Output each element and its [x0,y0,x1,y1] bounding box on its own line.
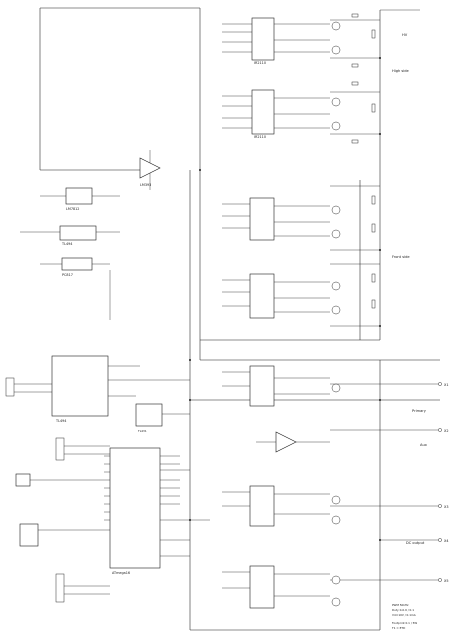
terminal-x5 [438,578,442,582]
driver-ic-7 [249,565,275,609]
mosfet-q11 [331,515,341,525]
terminal-x2 [438,428,442,432]
note-line-5: T1 = ETD [391,626,405,630]
comparator-name: LM393 [140,183,151,187]
front-side-label: Front side [392,255,410,259]
mosfet-q10 [331,495,341,505]
terminal-x2-label: X2 [444,429,448,433]
xtal-block [19,523,39,547]
mosfet-q9 [331,383,341,393]
note-line-4: Footprint 0.1 / 5W [392,621,417,625]
mosfet-q7 [331,281,341,291]
hv-net-label: HV [402,33,408,37]
driver-ic-2 [251,89,275,135]
timer-ic-2 [51,355,109,417]
regulator-ic [65,187,93,205]
notes-block: PWM 50kHz Duty 0-0.9 / 0.1 Vdd 10V / 0.1… [391,603,417,630]
timer-2-name: TL494 [55,419,66,423]
terminal-x1 [438,382,442,386]
mosfet-q12 [331,575,341,585]
mosfet-q6 [331,229,341,239]
mosfet-q5 [331,205,341,215]
note-line-2: Duty 0-0.9 / 0.1 [392,608,414,612]
mosfet-q3 [331,97,341,107]
note-line-1: PWM 50kHz [392,603,409,607]
ref-name: TL431 [137,429,147,433]
connector-header-2 [55,437,65,461]
comparator-opamp [139,157,161,179]
driver-ic-1 [251,17,275,61]
small-reg [15,473,31,487]
regulator-name: LM7812 [66,207,79,211]
junctions [189,57,381,541]
primary-label: Primary [412,409,427,413]
driver-ic-6 [249,485,275,527]
bus-wires [39,7,440,631]
driver-1-name: IR2110 [254,61,266,65]
mcu-name: ATmega16 [112,571,130,575]
high-side-block: High side HV IR2110 IR2110 [222,9,420,144]
opto-name: PC817 [62,273,73,277]
aux-label: Aux [420,443,428,447]
terminal-x4-label: X4 [444,539,448,543]
high-side-label: High side [392,69,410,73]
terminal-x3-label: X3 [444,505,448,509]
driver-ic-4 [249,273,275,319]
mosfet-q1 [331,21,341,31]
mosfet-q2 [331,45,341,55]
terminal-x3 [438,504,442,508]
mcu-block: ATmega16 TL494 TL431 [5,355,210,603]
driver-ic-3 [249,197,275,241]
note-line-3: Vdd 10V / 0.1mA [392,613,416,617]
timer-name: TL494 [61,242,72,246]
comparator-opamp-2 [275,431,297,453]
driver-2-name: IR2110 [254,135,266,139]
terminal-x4 [438,538,442,542]
mosfet-q4 [331,121,341,131]
terminal-x1-label: X1 [444,383,448,387]
ref-ic [135,403,163,427]
front-side-block: Front side [222,185,410,327]
mosfet-q8 [331,305,341,315]
mosfet-q13 [331,597,341,607]
output-block: X1 X2 X3 X4 X5 Primary Aux DC output [222,365,448,609]
connector-header-3 [55,573,65,603]
dc-output-label: DC output [406,541,425,545]
control-block: LM7812 TL494 PC817 LM393 [20,150,161,320]
timer-ic [59,225,97,241]
opto-ic [61,257,93,271]
mcu-ic [109,447,161,569]
driver-ic-5 [249,365,275,407]
connector-header-1 [5,377,15,397]
terminal-x5-label: X5 [444,579,448,583]
